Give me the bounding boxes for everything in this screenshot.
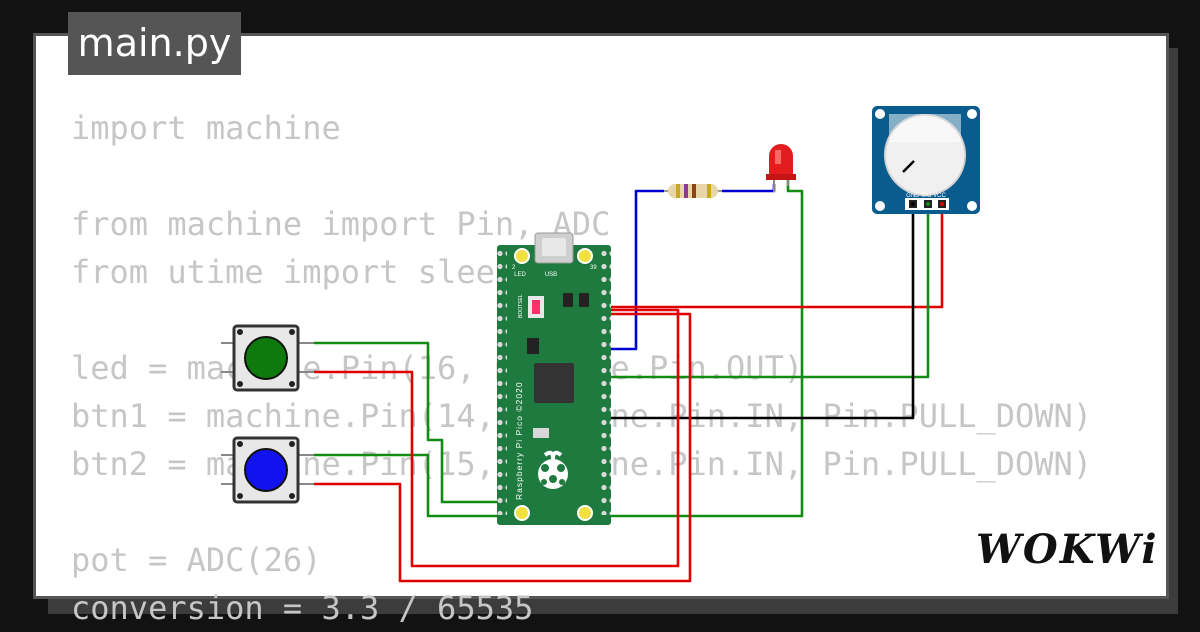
pot-pin-labels: GND SIG VCC <box>906 193 946 199</box>
code-line: import machine <box>71 109 341 147</box>
wokwi-logo: WOKWi <box>976 526 1159 573</box>
wire-red-btn1[interactable] <box>314 308 680 568</box>
rp2040-chip <box>534 363 574 403</box>
code-line: pot = ADC(26) <box>71 541 322 579</box>
wires <box>314 180 944 583</box>
pin-number-left: 2 <box>512 265 516 271</box>
resistor[interactable] <box>664 184 722 198</box>
pin-header-right <box>601 245 611 515</box>
wire-green-btn1[interactable] <box>314 341 500 504</box>
push-button-1[interactable] <box>221 324 314 392</box>
wire-green-pot-sig[interactable] <box>600 208 930 379</box>
bootsel-label: BOOTSEL <box>518 294 524 318</box>
wire-green-led[interactable] <box>600 180 804 518</box>
pico-board[interactable]: USB LED 2 39 BOOTSEL Raspberry Pi Pico ©… <box>497 232 611 525</box>
pot-indicator <box>902 160 915 173</box>
board-name: Raspberry Pi Pico ©2020 <box>514 381 524 500</box>
pin-header-left <box>497 245 507 515</box>
wire-blue-led[interactable] <box>722 184 776 193</box>
potentiometer[interactable]: GND SIG VCC <box>872 106 980 214</box>
file-tab[interactable]: main.py <box>68 12 241 75</box>
file-tab-label: main.py <box>77 21 232 65</box>
wire-red-btn2[interactable] <box>314 312 692 583</box>
led-label: LED <box>514 272 526 278</box>
wire-black-pot-gnd[interactable] <box>600 208 915 420</box>
wire-green-btn2[interactable] <box>314 453 500 518</box>
push-button-2[interactable] <box>221 436 314 504</box>
wire-blue[interactable] <box>600 189 664 351</box>
raspberry-logo-icon <box>538 450 568 489</box>
code-line: from utime import sleep <box>71 253 515 291</box>
led[interactable] <box>766 144 796 192</box>
code-line: conversion = 3.3 / 65535 <box>71 589 534 627</box>
wire-red-pot-vcc[interactable] <box>600 208 944 309</box>
usb-label: USB <box>545 272 557 278</box>
pin-number-right: 39 <box>590 265 597 271</box>
